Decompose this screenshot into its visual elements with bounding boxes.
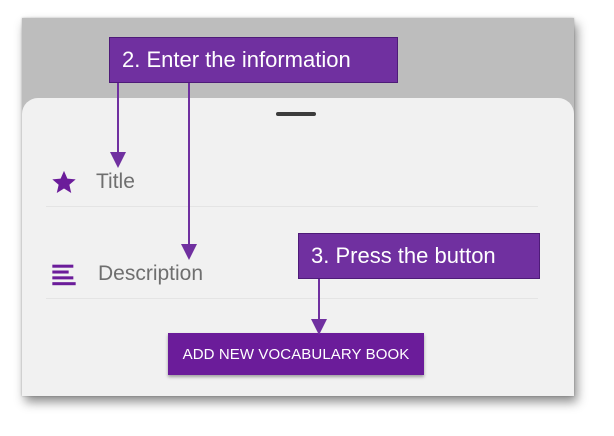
title-field[interactable]: Title: [46, 158, 538, 207]
title-placeholder: Title: [96, 170, 135, 193]
star-icon: [52, 170, 76, 193]
notes-icon: [52, 264, 76, 286]
annotation-step-2: 2. Enter the information: [109, 37, 398, 83]
description-placeholder: Description: [98, 262, 204, 285]
add-vocabulary-book-button[interactable]: ADD NEW VOCABULARY BOOK: [168, 333, 424, 375]
drag-handle[interactable]: [276, 112, 316, 116]
annotation-step-3: 3. Press the button: [298, 233, 540, 279]
description-field[interactable]: Description: [46, 250, 538, 299]
